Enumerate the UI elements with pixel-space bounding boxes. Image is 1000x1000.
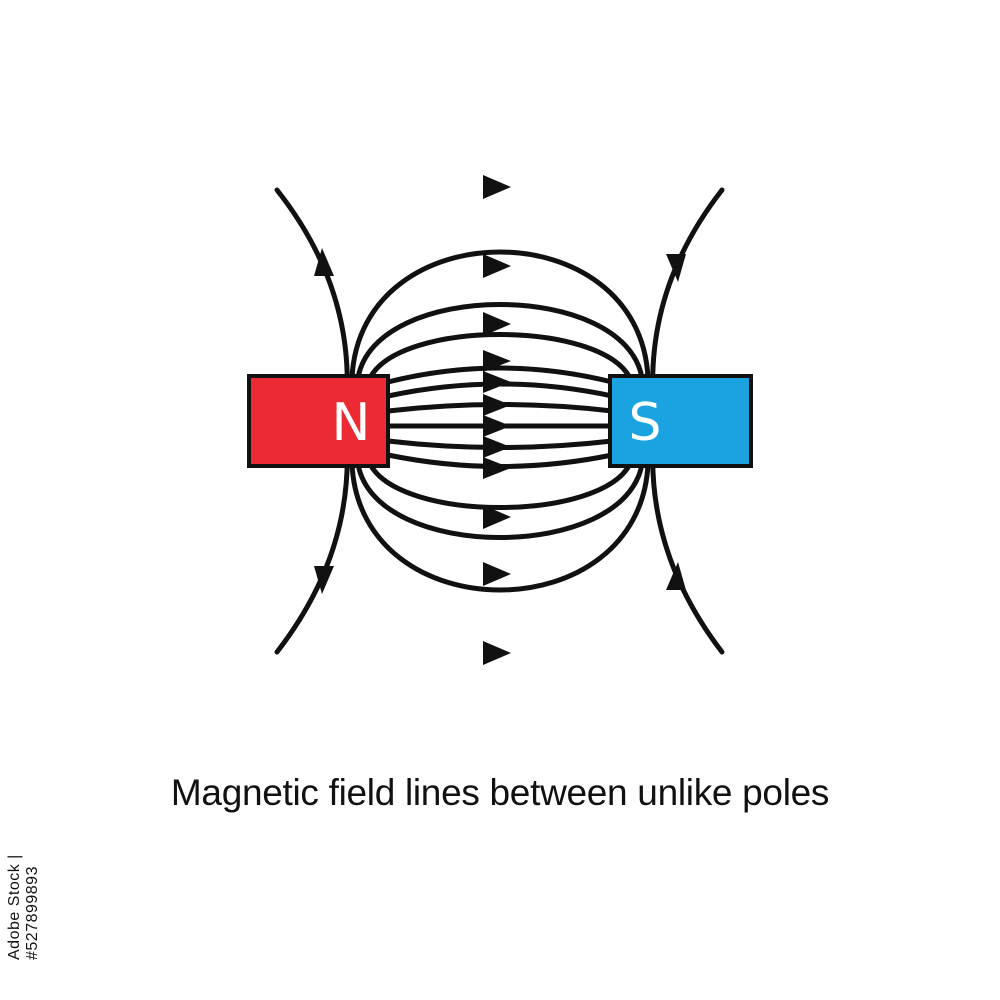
- arrowhead-8: [483, 436, 511, 458]
- field-line-loop-upper-1: [349, 249, 651, 381]
- diagram-caption: Magnetic field lines between unlike pole…: [170, 772, 830, 813]
- stock-id: Adobe Stock | #527899893: [6, 854, 41, 960]
- arrowhead-bottom: [483, 641, 511, 665]
- field-line-loop-upper-3: [367, 332, 633, 381]
- arrowhead-right-upper: [666, 254, 686, 282]
- arrowhead-6: [483, 394, 511, 416]
- north-pole-magnet: [247, 374, 390, 468]
- field-line-loop-lower-1: [349, 461, 651, 593]
- arrowhead-11: [483, 562, 511, 586]
- arrowhead-4: [483, 350, 511, 372]
- arrowhead-5: [483, 371, 511, 393]
- arrowhead-top: [483, 175, 511, 199]
- arrowhead-7: [483, 415, 511, 437]
- arrowhead-2: [483, 254, 511, 278]
- field-line-loop-lower-3: [367, 461, 633, 510]
- arrowhead-10: [483, 505, 511, 529]
- arrowhead-3: [483, 312, 511, 336]
- south-pole-label: S: [628, 393, 661, 453]
- field-line-loop-upper-2: [355, 302, 645, 381]
- field-line-loop-lower-2: [355, 461, 645, 540]
- field-line-inner-1: [385, 365, 615, 385]
- arrowhead-left-upper: [314, 248, 334, 276]
- arrowhead-left-lower: [314, 566, 334, 594]
- north-pole-label: N: [332, 393, 371, 453]
- arrowhead-9: [483, 457, 511, 479]
- arrowhead-right-lower: [666, 562, 686, 590]
- south-pole-magnet: [608, 374, 753, 468]
